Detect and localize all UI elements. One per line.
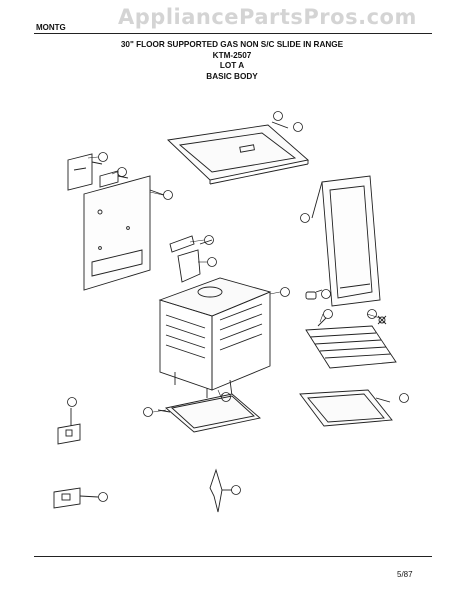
- brand-partial-label: MONTG: [36, 23, 66, 32]
- leg-leveler-part: [305, 289, 387, 325]
- header-rule: [34, 33, 432, 34]
- diagram-title: 30" FLOOR SUPPORTED GAS NON S/C SLIDE IN…: [120, 40, 344, 49]
- header-block: 30" FLOOR SUPPORTED GAS NON S/C SLIDE IN…: [0, 40, 464, 82]
- model-number: KTM-2507: [212, 50, 252, 60]
- oven-cavity-part: [158, 277, 272, 411]
- callout-circles: [67, 111, 409, 502]
- bottom-panel-part: [157, 393, 261, 433]
- broiler-pan-part: [299, 389, 393, 427]
- lot-label: LOT A: [219, 61, 245, 70]
- leader-lines: [87, 156, 381, 413]
- oven-rack-part: [305, 317, 397, 369]
- door-frame-part: [311, 175, 381, 307]
- small-part-a: [57, 408, 81, 445]
- small-part-b: [53, 487, 99, 509]
- revision-date: 5/87: [397, 570, 413, 579]
- footer-rule: [34, 556, 432, 557]
- watermark-text: AppliancePartsPros.com: [118, 5, 417, 29]
- hinge-spring-part: [209, 468, 232, 513]
- upper-bracket-part: [169, 235, 213, 283]
- section-label: BASIC BODY: [206, 71, 258, 81]
- top-panel-part: [167, 121, 309, 185]
- small-clip-part: [67, 153, 129, 191]
- side-panel-part: [83, 175, 165, 291]
